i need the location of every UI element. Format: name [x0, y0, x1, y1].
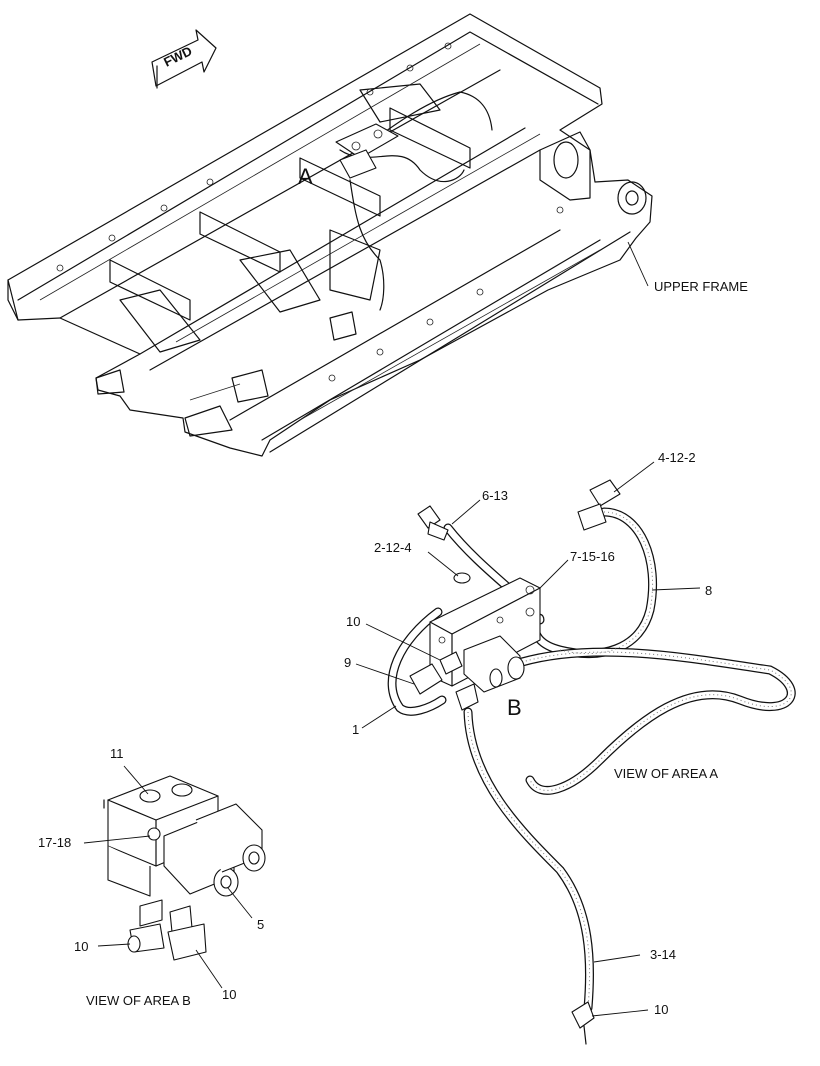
- upper-frame-drawing: [7, 13, 653, 457]
- callout-9: 9: [344, 655, 352, 670]
- area-b-valve-detail: [103, 775, 266, 961]
- view-area-a-caption: VIEW OF AREA A: [614, 766, 719, 781]
- area-b-marker: B: [507, 695, 522, 720]
- callout-11: 11: [110, 746, 124, 761]
- callout-4-12-2: 4-12-2: [658, 450, 696, 465]
- callout-10-area-b-right: 10: [222, 987, 237, 1002]
- callout-17-18: 17-18: [38, 835, 72, 850]
- callout-3-14: 3-14: [650, 947, 677, 962]
- callout-6-13: 6-13: [482, 488, 509, 503]
- area-a-marker: A: [298, 164, 313, 189]
- callout-1: 1: [352, 722, 360, 737]
- callout-10-area-b-left: 10: [74, 939, 89, 954]
- callout-10-bottom: 10: [654, 1002, 669, 1017]
- callout-8: 8: [705, 583, 713, 598]
- area-a-valve-assembly: [387, 479, 796, 1045]
- upper-frame-label: UPPER FRAME: [654, 279, 748, 294]
- leader-lines: [83, 241, 701, 1017]
- view-area-b-caption: VIEW OF AREA B: [86, 993, 191, 1008]
- callout-2-12-4: 2-12-4: [374, 540, 412, 555]
- fwd-arrow-icon: [151, 29, 217, 89]
- callout-10-area-a: 10: [346, 614, 361, 629]
- callout-7-15-16: 7-15-16: [570, 549, 615, 564]
- callout-5: 5: [257, 917, 265, 932]
